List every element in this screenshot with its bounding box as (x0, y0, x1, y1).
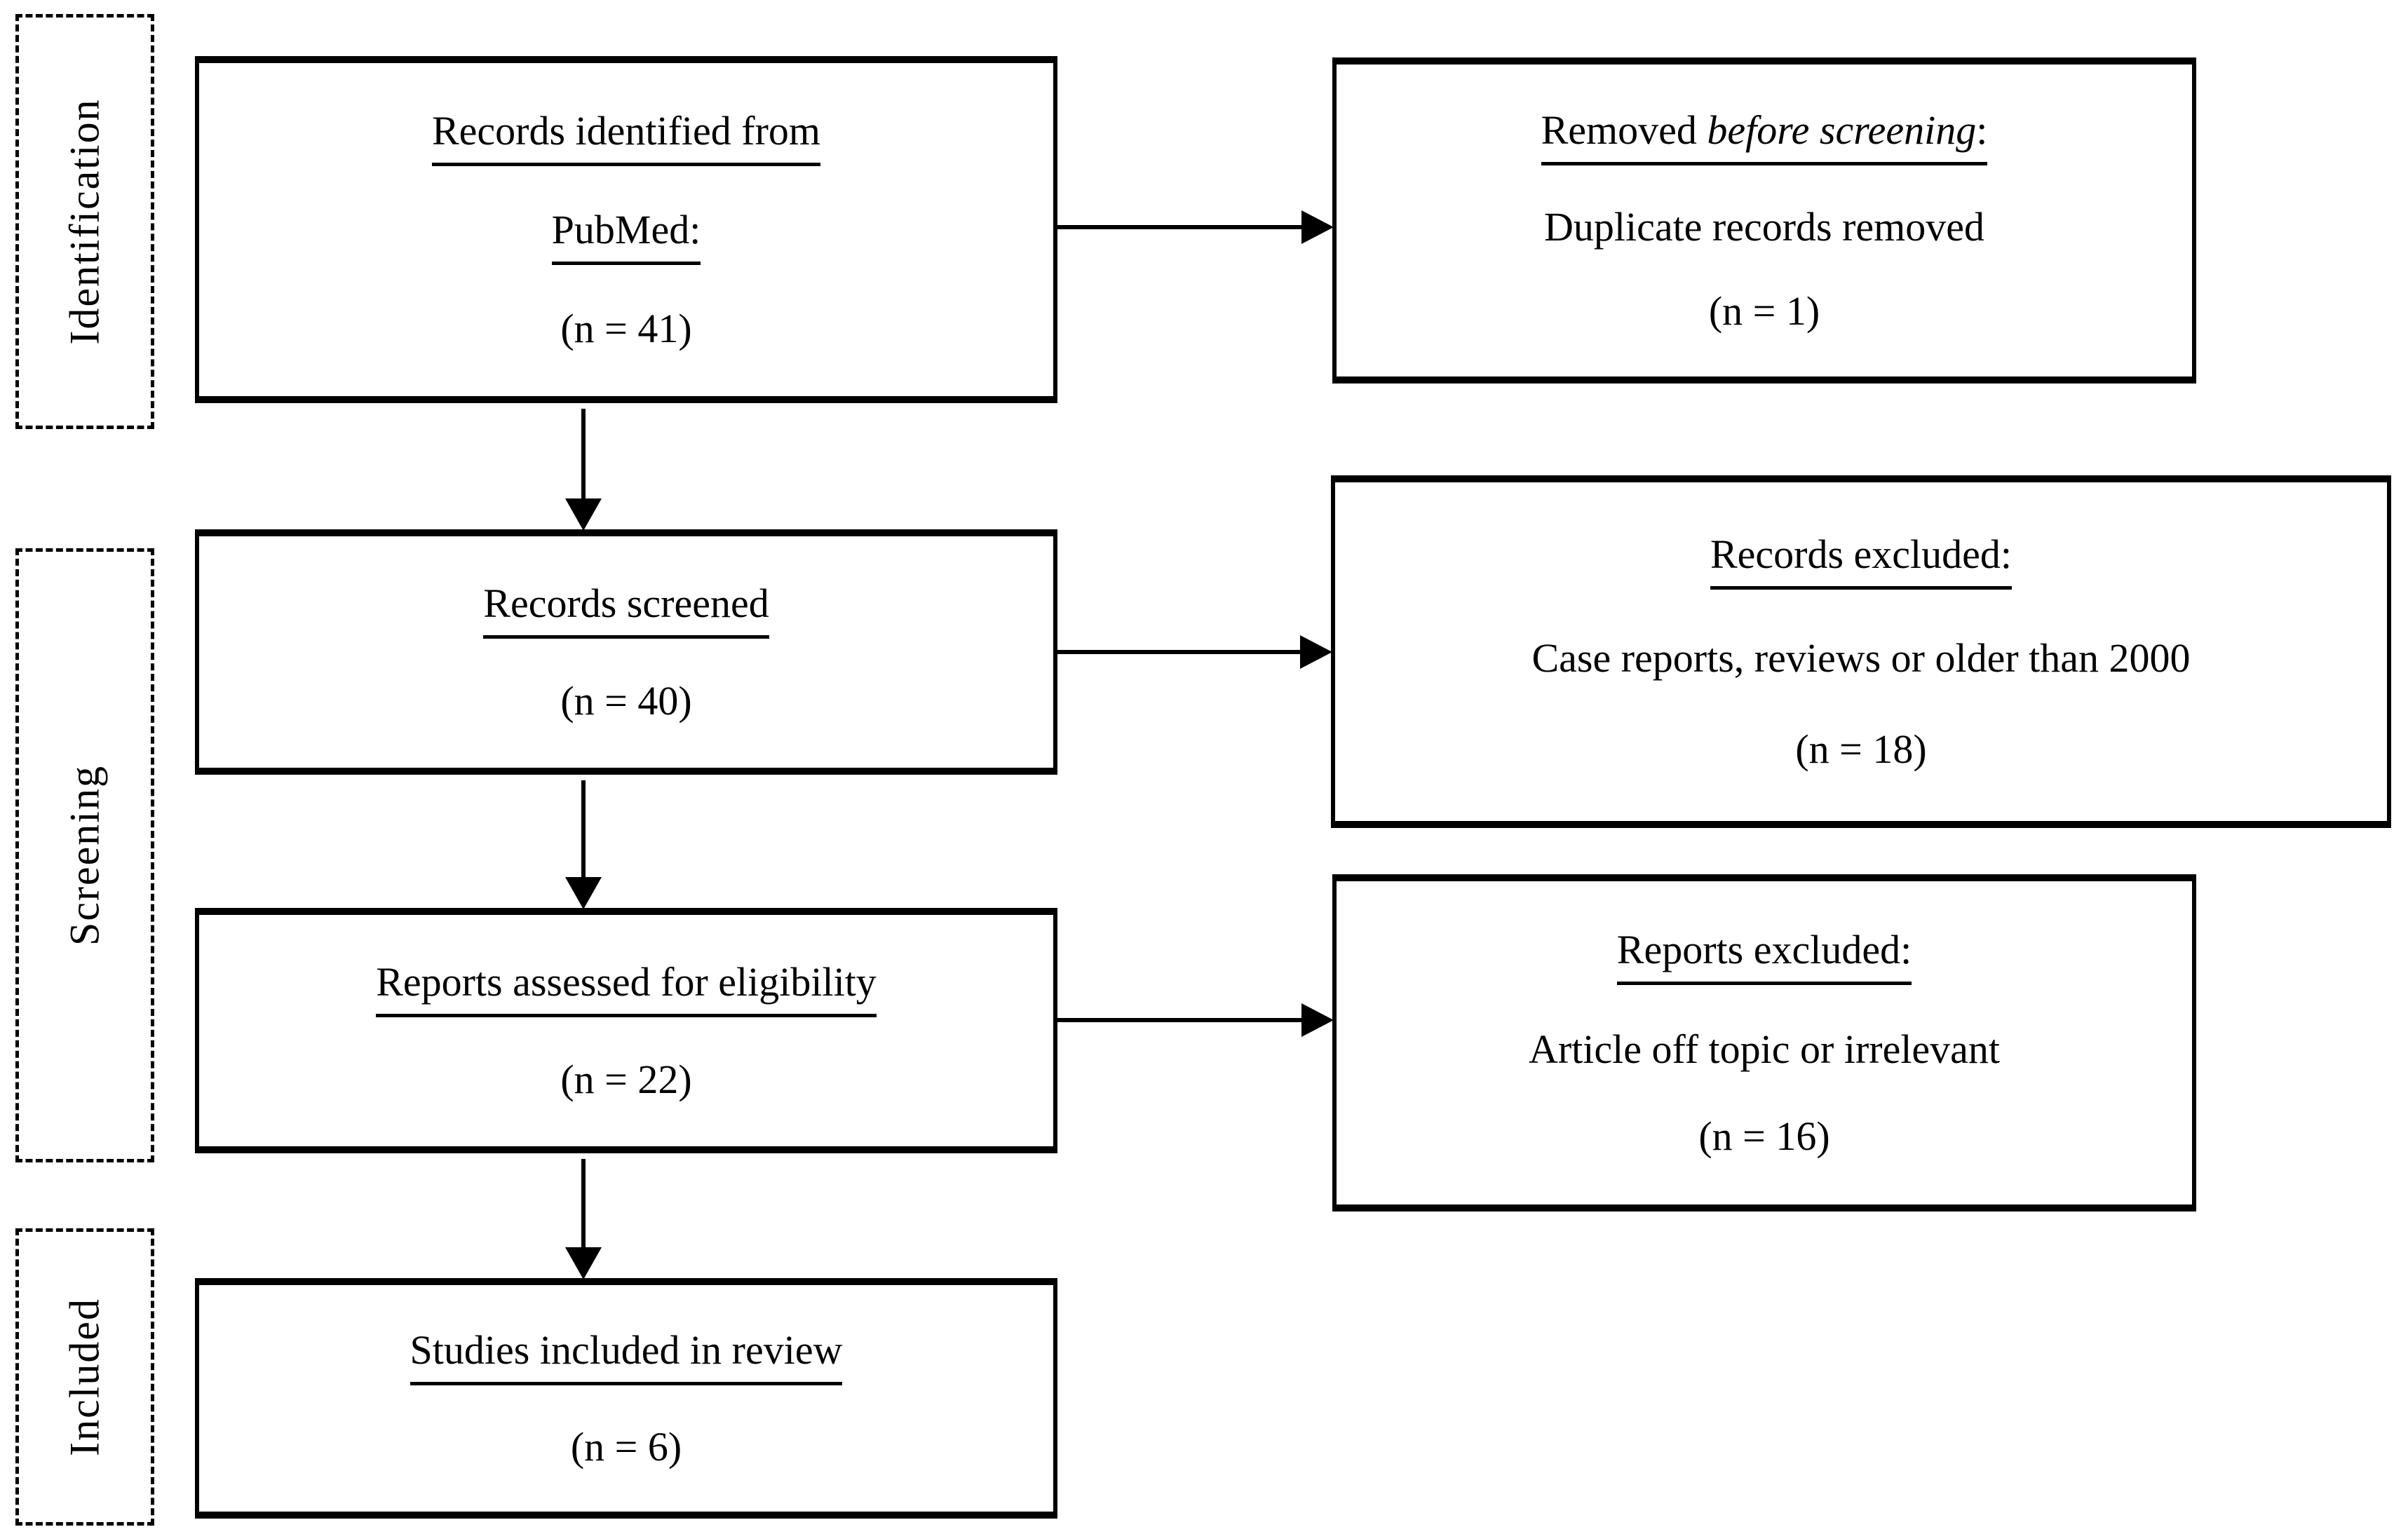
removed-before-screening-count: (n = 1) (1708, 288, 1820, 334)
records-screened-count: (n = 40) (560, 678, 692, 724)
arrow-shaft (581, 1159, 586, 1249)
reports-excluded-count: (n = 16) (1698, 1113, 1830, 1160)
records-screened-title: Records screened (483, 580, 769, 639)
removed-title-emphasis: before screening (1707, 107, 1977, 153)
records-excluded-reason: Case reports, reviews or older than 2000 (1531, 634, 2191, 681)
stage-frame-included: Included (15, 1228, 154, 1526)
arrow-shaft (581, 409, 586, 501)
stage-frame-identification: Identification (15, 14, 154, 429)
arrowhead-right-icon (1300, 635, 1332, 669)
stage-label-identification: Identification (61, 98, 108, 345)
arrow-shaft (1057, 650, 1303, 654)
records-identified-count: (n = 41) (560, 306, 692, 351)
box-removed-before-screening: Removed before screening: Duplicate reco… (1332, 57, 2196, 384)
arrowhead-down-icon (565, 498, 602, 531)
records-screened-title-text: Records screened (483, 580, 769, 639)
reports-assessed-title: Reports assessed for eligibility (376, 958, 877, 1017)
removed-title-prefix: Removed (1541, 107, 1707, 153)
records-excluded-title-text: Records excluded: (1710, 531, 2012, 590)
records-excluded-count: (n = 18) (1795, 726, 1927, 772)
studies-included-title-text: Studies included in review (410, 1326, 843, 1386)
stage-label-screening: Screening (61, 765, 108, 946)
stage-label-included: Included (61, 1298, 108, 1456)
arrow-shaft (1057, 1018, 1304, 1022)
removed-before-screening-title-text: Removed before screening: (1541, 107, 1988, 165)
box-records-identified: Records identified from PubMed: (n = 41) (195, 56, 1057, 403)
removed-before-screening-title: Removed before screening: (1541, 107, 1988, 165)
arrowhead-down-icon (565, 877, 602, 909)
arrow-shaft (1057, 225, 1304, 229)
stage-frame-screening: Screening (15, 548, 154, 1162)
arrowhead-right-icon (1301, 1003, 1334, 1037)
studies-included-count: (n = 6) (570, 1423, 682, 1469)
records-excluded-title: Records excluded: (1710, 531, 2012, 590)
arrowhead-right-icon (1301, 210, 1334, 244)
reports-excluded-title: Reports excluded: (1616, 926, 1912, 985)
studies-included-title: Studies included in review (410, 1326, 843, 1386)
records-identified-title-line2: PubMed: (551, 206, 701, 265)
box-studies-included: Studies included in review (n = 6) (195, 1278, 1057, 1519)
records-identified-title-line2-text: PubMed: (551, 206, 701, 265)
box-records-screened: Records screened (n = 40) (195, 529, 1057, 775)
removed-before-screening-reason: Duplicate records removed (1543, 203, 1985, 250)
box-records-excluded: Records excluded: Case reports, reviews … (1331, 475, 2391, 828)
box-reports-excluded: Reports excluded: Article off topic or i… (1332, 874, 2196, 1211)
box-reports-assessed: Reports assessed for eligibility (n = 22… (195, 908, 1057, 1153)
reports-assessed-title-text: Reports assessed for eligibility (376, 958, 877, 1017)
arrow-shaft (581, 780, 586, 878)
records-identified-title-line1: Records identified from (431, 107, 821, 166)
reports-assessed-count: (n = 22) (560, 1057, 692, 1103)
reports-excluded-title-text: Reports excluded: (1616, 926, 1912, 985)
reports-excluded-reason: Article off topic or irrelevant (1528, 1026, 2001, 1072)
removed-title-suffix: : (1976, 107, 1988, 153)
records-identified-title-line1-text: Records identified from (431, 107, 821, 166)
arrowhead-down-icon (565, 1247, 602, 1280)
